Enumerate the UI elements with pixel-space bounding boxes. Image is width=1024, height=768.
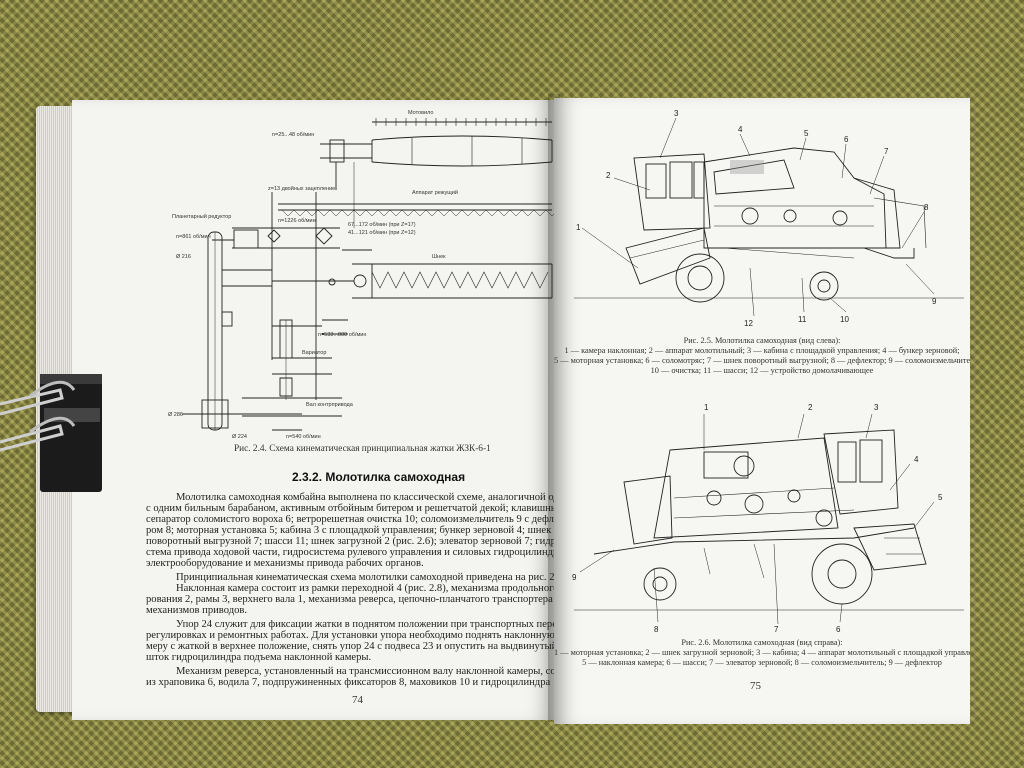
paragraph-line: механизмов приводов.: [146, 605, 248, 616]
label-t4: 67...172 об/мин (при Z=17): [348, 222, 416, 228]
paragraph-line: Принципиальная кинематическая схема моло…: [176, 572, 554, 583]
caption-line: 1 — камера наклонная; 2 — аппарат молоти…: [564, 346, 960, 355]
paragraph-line: сепаратор соломистого вороха 6; ветрореш…: [146, 514, 554, 525]
label-t7: n=533...888 об/мин: [318, 332, 366, 338]
fig2-num: 9: [572, 573, 577, 582]
paragraph-line: шток гидроцилиндра подъема наклонной кам…: [146, 652, 372, 663]
paragraph-line: Упор 24 служит для фиксации жатки в подн…: [176, 619, 554, 630]
label-apparat: Аппарат режущий: [412, 189, 458, 196]
right-page: 1 2 3 4 5 6 7 8 9 10 11 12 Рис. 2.5. Мол…: [554, 98, 970, 724]
fig1-num: 2: [606, 171, 611, 180]
fig2-num: 8: [654, 625, 659, 634]
fig1-num: 7: [884, 147, 889, 156]
fig1-num: 10: [840, 315, 849, 324]
fig1-num: 12: [744, 319, 753, 328]
label-val-kontr: Вал контрпривода: [306, 402, 354, 408]
left-page: Мотовило n=25...48 об/мин z=13 двойных з…: [72, 100, 554, 720]
caption-line: 5 — наклонная камера; 6 — шасси; 7 — эле…: [582, 658, 942, 667]
fig2-num: 7: [774, 625, 779, 634]
label-t3: n=1226 об/мин: [278, 218, 316, 224]
paragraph-line: с одним бильным барабаном, активным отбо…: [146, 503, 554, 514]
caption-line: Рис. 2.6. Молотилка самоходная (вид спра…: [681, 638, 843, 647]
figure-caption-2-4: Рис. 2.4. Схема кинематическая принципиа…: [234, 444, 491, 454]
fig2-num: 1: [704, 403, 709, 412]
label-t1: n=25...48 об/мин: [272, 132, 314, 138]
label-t6: n=861 об/мин: [176, 234, 211, 240]
fig1-num: 8: [924, 203, 929, 212]
caption-line: 1 — моторная установка; 2 — шнек загрузн…: [554, 648, 970, 657]
section-heading: 2.3.2. Молотилка самоходная: [292, 470, 466, 484]
label-variator: Вариатор: [302, 350, 326, 356]
paragraph-line: ром 8; моторная установка 5; кабина 3 с …: [146, 525, 552, 536]
label-motovilo: Мотовило: [408, 110, 433, 116]
paragraph-line: поворотный выгрузной 7; шасси 11; шнек з…: [146, 536, 554, 547]
label-t2: z=13 двойных зацепление: [268, 185, 335, 192]
page-number-left: 74: [352, 694, 363, 706]
label-t8: n=540 об/мин: [286, 434, 321, 440]
paragraph-line: стема привода ходовой части, гидросистем…: [146, 547, 554, 558]
label-shnek: Шнек: [432, 254, 446, 260]
fig1-num: 9: [932, 297, 937, 306]
caption-line: 10 — очистка; 11 — шасси; 12 — устройств…: [650, 366, 874, 375]
paragraph-line: из храповика 6, водила 7, подпружиненных…: [146, 677, 554, 688]
fig1-num: 11: [798, 315, 807, 324]
paragraph-line: Молотилка самоходная комбайна выполнена …: [176, 492, 554, 503]
paragraph-line: регулировках и ремонтных работах. Для ус…: [146, 630, 554, 641]
binder-clip-icon: [0, 374, 102, 492]
label-t9: Ø 216: [176, 254, 191, 260]
label-t11: Ø 224: [232, 434, 247, 440]
caption-line: 5 — моторная установка; 6 — соломотряс; …: [554, 356, 970, 365]
fig2-num: 3: [874, 403, 879, 412]
fig1-num: 6: [844, 135, 849, 144]
fig1-num: 1: [576, 223, 581, 232]
kinematic-scheme-figure: Мотовило n=25...48 об/мин z=13 двойных з…: [168, 110, 554, 440]
label-t5: 41...121 об/мин (при Z=12): [348, 230, 416, 236]
fig2-num: 4: [914, 455, 919, 464]
paragraph-line: электрооборудование и механизмы привода …: [146, 558, 424, 569]
page-number-right: 75: [750, 680, 761, 692]
combine-left-view-figure: 1 2 3 4 5 6 7 8 9 10 11 12: [574, 109, 964, 328]
paragraph-line: меру с жаткой в верхнее положение, снять…: [146, 641, 554, 652]
fig1-num: 5: [804, 129, 809, 138]
fig2-num: 5: [938, 493, 943, 502]
fig1-num: 3: [674, 109, 679, 118]
fig1-num: 4: [738, 125, 743, 134]
label-t10: Ø 286: [168, 412, 183, 418]
fig2-num: 2: [808, 403, 813, 412]
caption-line: Рис. 2.5. Молотилка самоходная (вид слев…: [683, 336, 841, 345]
combine-right-view-figure: 1 2 3 4 5 6 7 8 9: [572, 403, 964, 634]
label-planetary: Планетарный редуктор: [172, 213, 231, 220]
fig2-num: 6: [836, 625, 841, 634]
paragraph-line: рования 2, рамы 3, верхнего вала 1, меха…: [146, 594, 554, 605]
open-book: Мотовило n=25...48 об/мин z=13 двойных з…: [36, 94, 970, 724]
paragraph-line: Механизм реверса, установленный на транс…: [176, 666, 554, 677]
paragraph-line: Наклонная камера состоит из рамки перехо…: [176, 583, 554, 594]
